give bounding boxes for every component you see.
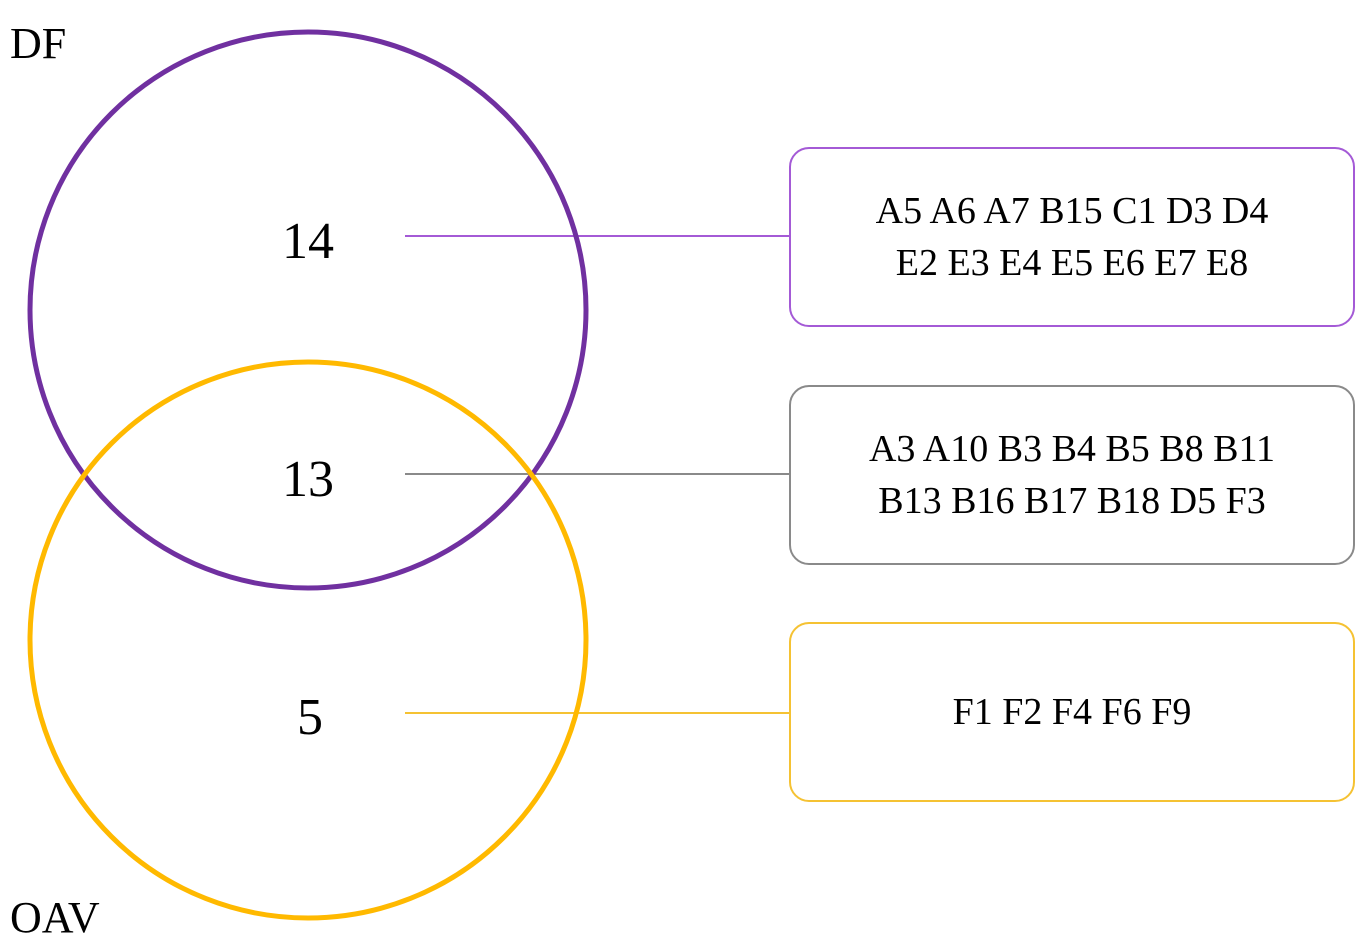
oav-only-count: 5 — [297, 689, 323, 746]
oav-label: OAV — [10, 893, 100, 942]
df-label: DF — [10, 19, 66, 68]
df-only-items-line-2: E2 E3 E4 E5 E6 E7 E8 — [895, 242, 1249, 284]
oav-only-items-line-1: F1 F2 F4 F6 F9 — [952, 691, 1192, 733]
oav-circle — [27, 359, 589, 921]
df-only-count: 14 — [282, 213, 334, 270]
oav-only-items-box: F1 F2 F4 F6 F9 — [789, 622, 1355, 802]
intersection-items-line-2: B13 B16 B17 B18 D5 F3 — [878, 480, 1266, 522]
intersection-items-line-1: A3 A10 B3 B4 B5 B8 B11 — [868, 428, 1276, 470]
df-circle — [27, 29, 589, 591]
intersection-items-box: A3 A10 B3 B4 B5 B8 B11 B13 B16 B17 B18 D… — [789, 385, 1355, 565]
df-only-items-line-1: A5 A6 A7 B15 C1 D3 D4 — [875, 190, 1269, 232]
df-only-items-box: A5 A6 A7 B15 C1 D3 D4 E2 E3 E4 E5 E6 E7 … — [789, 147, 1355, 327]
intersection-count: 13 — [282, 451, 334, 508]
